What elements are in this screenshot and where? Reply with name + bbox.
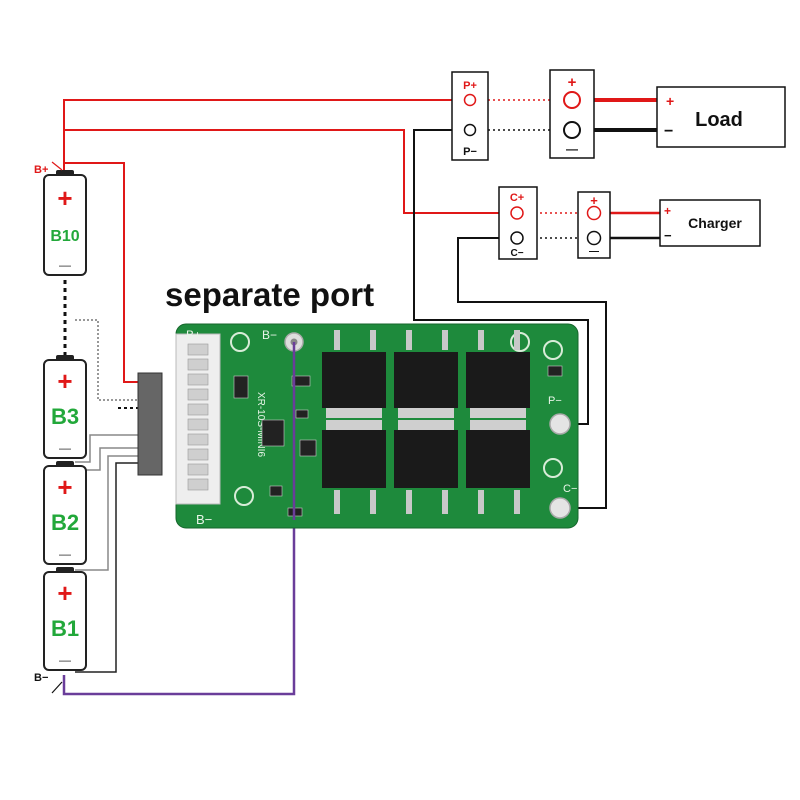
load-minus-sign: − <box>664 123 673 140</box>
mount-hole-right-bottom <box>543 458 563 478</box>
battery-b10: + B10 — <box>43 170 87 276</box>
mosfet <box>322 352 386 418</box>
battery-b10-plus: + <box>57 183 72 213</box>
sense-connector-plug <box>137 372 163 476</box>
small-components <box>233 365 563 517</box>
load-block-plus: + <box>568 74 577 91</box>
silk-c: C− <box>563 483 577 495</box>
battery-b2: + B2 — <box>43 461 87 565</box>
load-label: Load <box>695 109 743 131</box>
battery-b3-minus: — <box>59 441 71 455</box>
battery-b1-plus: + <box>57 578 72 608</box>
battery-b10-minus: — <box>59 258 71 272</box>
c-minus-pad <box>549 497 571 519</box>
mosfet <box>394 352 458 418</box>
wire-sense-b3 <box>75 434 142 463</box>
separate-port-title: separate port <box>165 276 374 313</box>
silk-b-minus-top: B− <box>262 328 277 342</box>
battery-b3: + B3 — <box>43 355 87 459</box>
charger-connector-block: + — <box>577 191 611 259</box>
p-plus-label: P+ <box>463 80 477 92</box>
load-box: + − Load <box>656 86 786 148</box>
mount-hole-top-left <box>230 332 250 352</box>
board-model-text: XR-10S-MINI6 <box>255 392 266 457</box>
wire-cminus <box>457 237 607 509</box>
mosfet-legs <box>334 330 520 514</box>
wire-sense-b1 <box>75 455 142 571</box>
p-minus-terminal[interactable] <box>463 123 477 137</box>
silk-b-minus-bottom: B− <box>196 512 212 527</box>
battery-b1: + B1 — <box>43 567 87 671</box>
load-connector-block: + — <box>549 69 595 159</box>
battery-positive-terminal-label: B+ <box>34 164 48 176</box>
c-port-block: C+ C− <box>498 186 538 260</box>
load-plus-sign: + <box>666 93 674 109</box>
balance-connector-pins <box>187 343 209 491</box>
wire-pminus <box>413 129 589 425</box>
battery-positive-arrow <box>51 161 63 171</box>
battery-b3-plus: + <box>57 366 72 396</box>
p-minus-pad <box>549 413 571 435</box>
battery-b2-minus: — <box>59 547 71 561</box>
charger-minus-terminal[interactable] <box>586 230 602 246</box>
mosfet <box>466 420 530 488</box>
mount-hole-right-top <box>543 340 563 360</box>
bms-pcb-board: B+ B− B− P− C− XR-10S-MINI6 <box>175 323 579 529</box>
wire-sense-dotted <box>75 319 142 401</box>
charger-box: + − Charger <box>659 199 761 247</box>
load-minus-terminal[interactable] <box>563 121 581 139</box>
charger-block-minus: — <box>589 246 599 257</box>
battery-b1-minus: — <box>59 653 71 667</box>
load-plus-terminal[interactable] <box>563 91 581 109</box>
battery-b3-label: B3 <box>51 404 79 429</box>
p-port-block: P+ P− <box>451 71 489 161</box>
mosfet <box>322 420 386 488</box>
wire-bplus-to-pplus <box>63 99 460 170</box>
battery-b1-label: B1 <box>51 616 79 641</box>
load-block-minus: — <box>566 142 578 156</box>
c-plus-label: C+ <box>510 192 524 204</box>
mosfet <box>394 420 458 488</box>
silk-b-plus: B+ <box>186 328 201 342</box>
charger-minus-sign: − <box>664 228 672 243</box>
mount-hole-left <box>234 486 254 506</box>
c-minus-terminal[interactable] <box>510 231 524 245</box>
battery-b2-plus: + <box>57 472 72 502</box>
silk-p: P− <box>548 395 562 407</box>
battery-b10-label: B10 <box>50 228 79 245</box>
p-plus-terminal[interactable] <box>463 93 477 107</box>
battery-negative-terminal-label: B− <box>34 672 48 684</box>
charger-plus-sign: + <box>664 204 671 218</box>
charger-label: Charger <box>688 215 742 231</box>
mosfet <box>466 352 530 418</box>
wire-sense-b2 <box>75 447 142 471</box>
wire-bplus-sense <box>64 162 142 383</box>
wire-bplus-to-cplus <box>64 129 508 214</box>
charger-block-plus: + <box>590 193 598 208</box>
charger-plus-terminal[interactable] <box>586 205 602 221</box>
p-minus-label: P− <box>463 146 477 158</box>
c-minus-label: C− <box>510 248 523 259</box>
battery-b2-label: B2 <box>51 510 79 535</box>
c-plus-terminal[interactable] <box>510 206 524 220</box>
wire-sense-bminus <box>75 462 142 673</box>
battery-negative-arrow <box>51 681 63 694</box>
mosfet-array <box>322 330 530 514</box>
